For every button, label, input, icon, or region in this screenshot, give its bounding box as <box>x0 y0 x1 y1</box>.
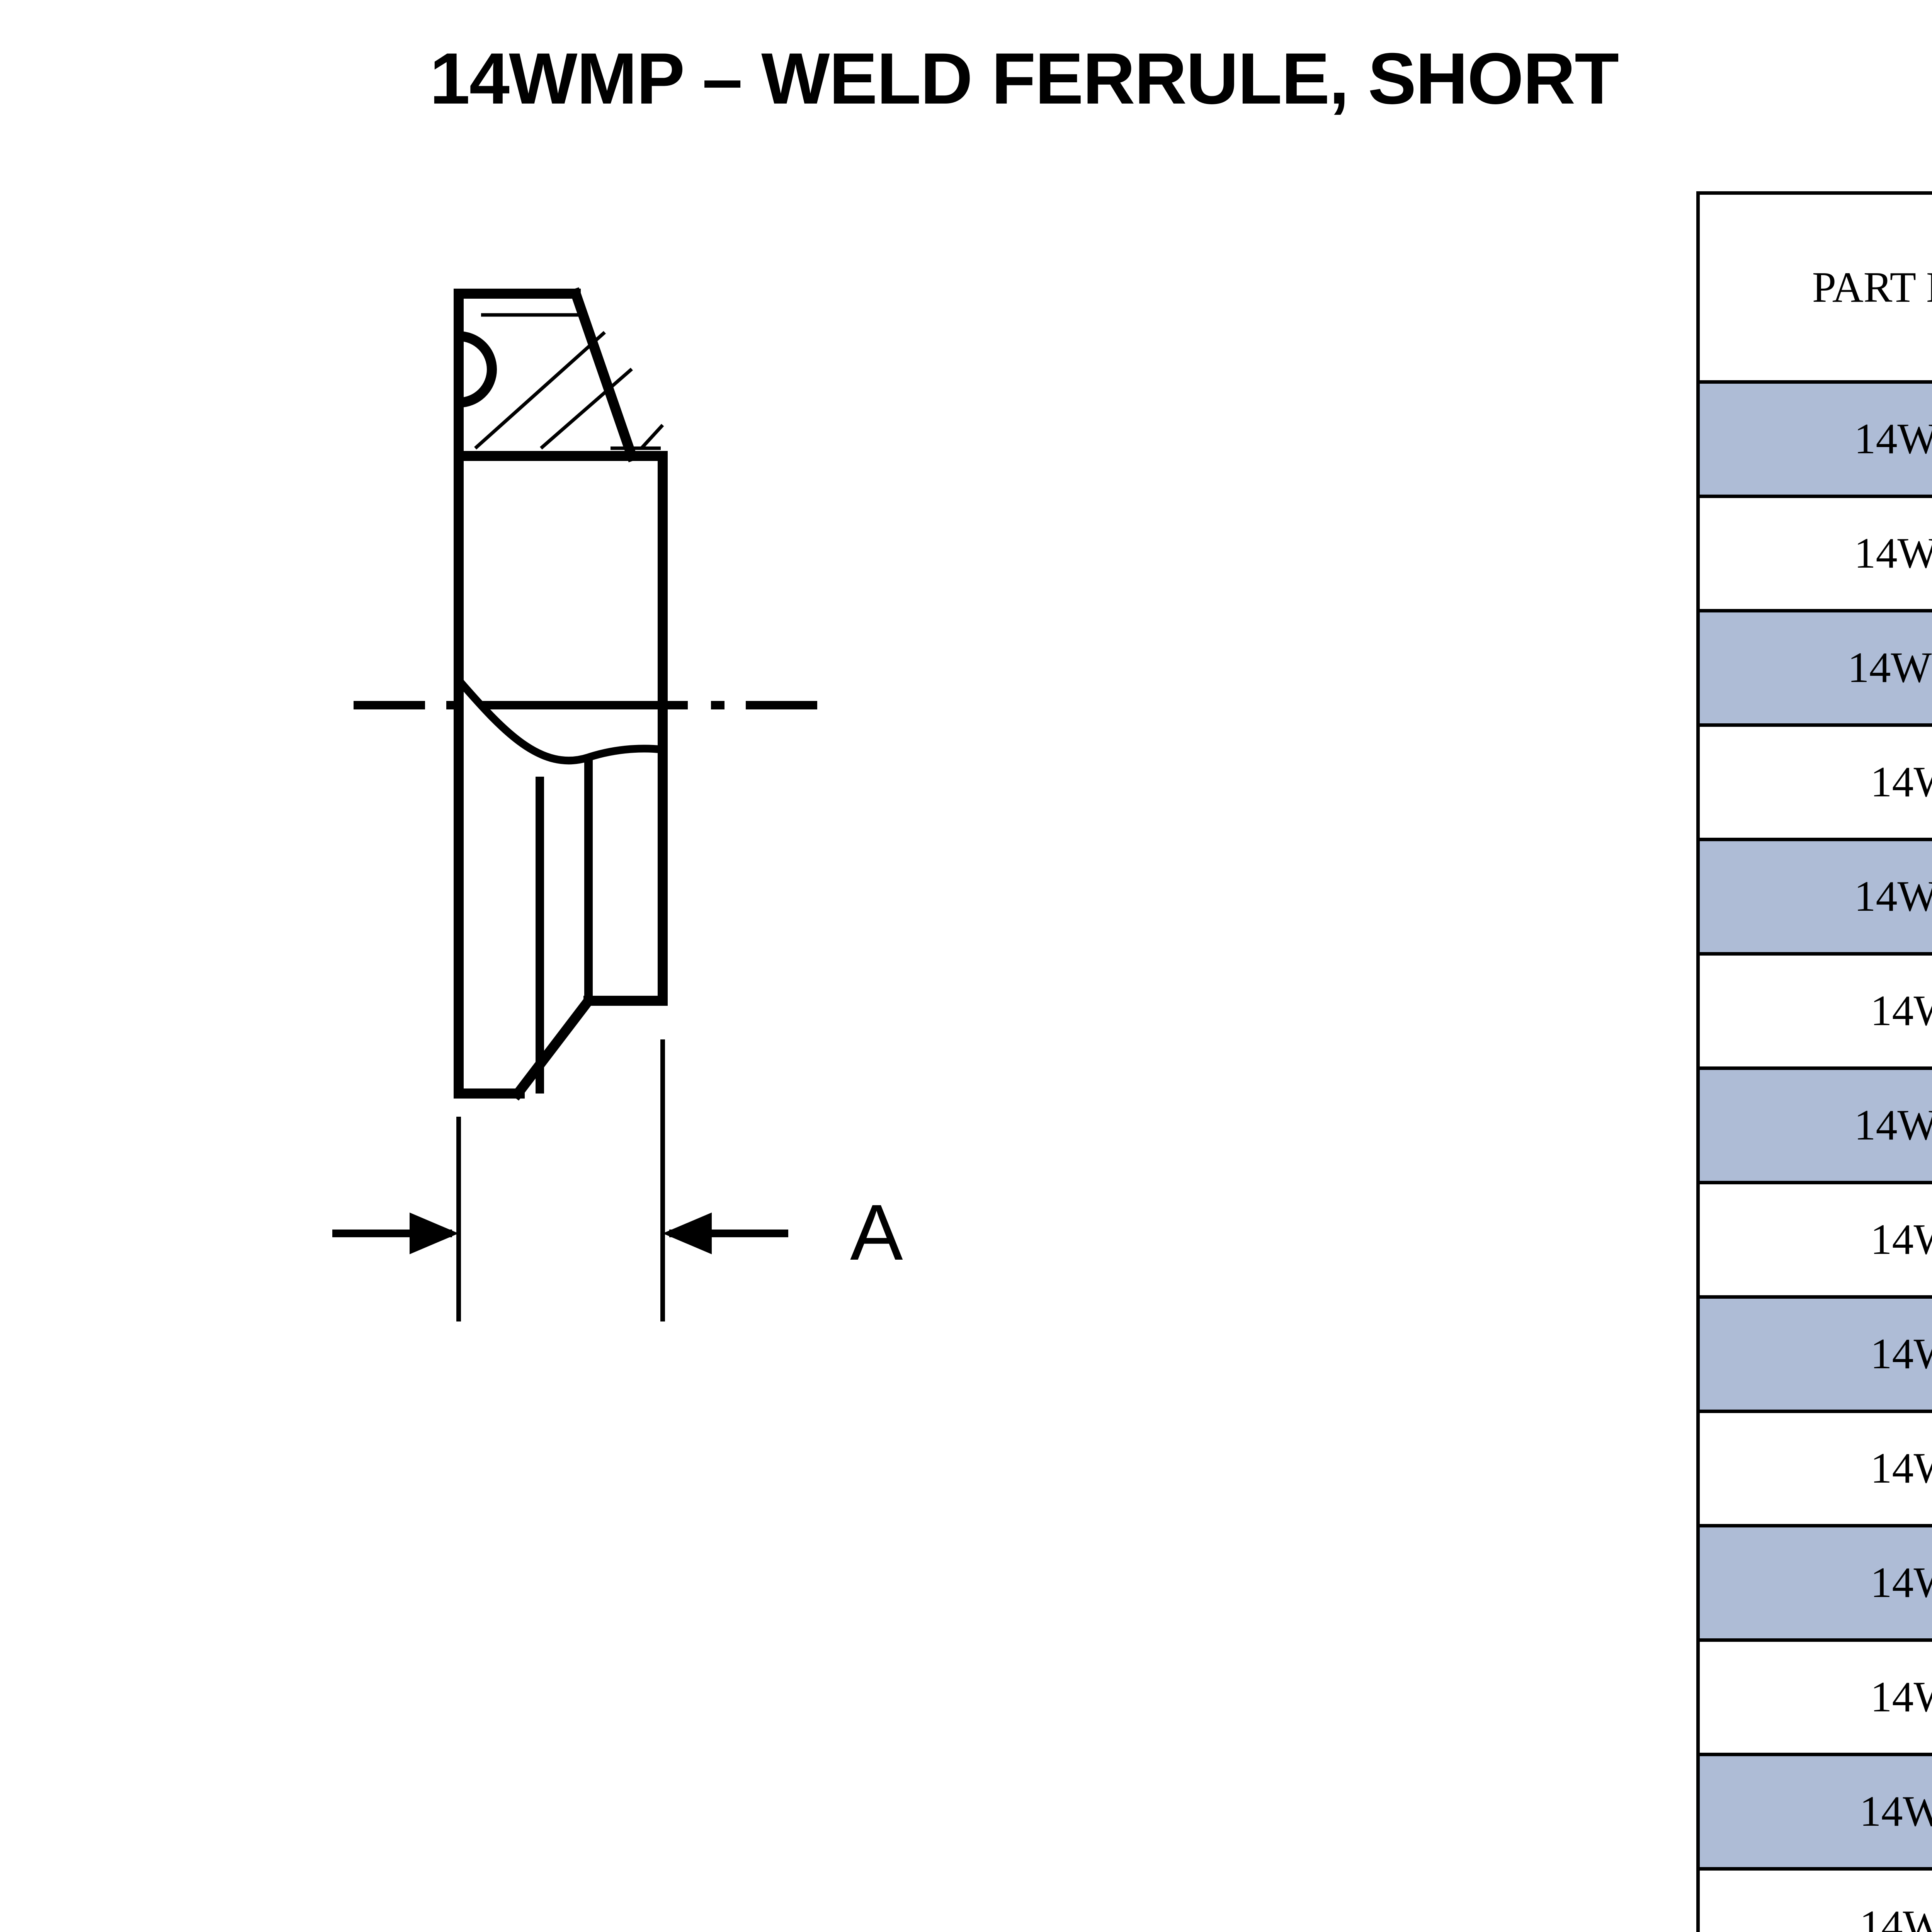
dimension-arrows <box>332 1213 788 1254</box>
table-row: 14WMP-2.52-1/2.500 <box>1696 1066 1932 1184</box>
table-cell-part_number: 14WMP-1.5 <box>1696 838 1932 956</box>
table-cell-part_number: 14WMP-4 <box>1696 1295 1932 1413</box>
table-cell-part_number: 14WMP-.50 <box>1696 380 1932 498</box>
table-body: 14WMP-.501/2.50014WMP-.753/4.50014WMP-1-… <box>1696 380 1932 1932</box>
dimension-extension-lines <box>456 1039 665 1321</box>
part-number-table: PART NUMBER SIZE (inches) A (inches) 14W… <box>1696 191 1932 1932</box>
table-row: 14WMP-55.750 <box>1696 1410 1932 1527</box>
ferrule-outline <box>454 287 668 1101</box>
table-row: 14WMP-88.875 <box>1696 1638 1932 1756</box>
table-row: 14WMP-11.500 <box>1696 723 1932 841</box>
table-cell-part_number: 14WMP-2 <box>1696 952 1932 1070</box>
table-cell-part_number: 14WMP-8 <box>1696 1638 1932 1756</box>
table-header-row: PART NUMBER SIZE (inches) A (inches) <box>1696 191 1932 384</box>
column-header-part-number-label: PART NUMBER <box>1812 263 1932 311</box>
table-cell-part_number: 14WMP-.75 <box>1696 495 1932 612</box>
table-row: 14WMP-1-A1 (TYPE A).500 <box>1696 609 1932 727</box>
table-row: 14WMP-.753/4.500 <box>1696 495 1932 612</box>
dimension-label-a: A <box>850 1188 903 1277</box>
table-header: PART NUMBER SIZE (inches) A (inches) <box>1696 191 1932 384</box>
gasket-groove-icon <box>458 331 497 408</box>
technical-drawing: A <box>270 216 1121 1337</box>
table-cell-part_number: 14WMP-1-A <box>1696 609 1932 727</box>
page-title: 14WMP – WELD FERRULE, SHORT <box>0 37 1932 120</box>
table-row: 14WMP-.501/2.500 <box>1696 380 1932 498</box>
table-row: 14WMP-1.51-1/2.500 <box>1696 838 1932 956</box>
page-title-text: 14WMP – WELD FERRULE, SHORT <box>429 38 1619 119</box>
table-row: 14WMP-12121.000 <box>1696 1867 1932 1932</box>
bore-lines <box>456 677 663 1094</box>
table-cell-part_number: 14WMP-2.5 <box>1696 1066 1932 1184</box>
table-cell-part_number: 14WMP-12 <box>1696 1867 1932 1932</box>
table-cell-part_number: 14WMP-10 <box>1696 1753 1932 1871</box>
table-cell-part_number: 14WMP-3 <box>1696 1181 1932 1299</box>
weld-ferrule-section-svg: A <box>332 287 903 1321</box>
section-hatch-lines <box>474 313 664 450</box>
table-row: 14WMP-44.625 <box>1696 1295 1932 1413</box>
table-row: 14WMP-33.500 <box>1696 1181 1932 1299</box>
table-row: 14WMP-22.500 <box>1696 952 1932 1070</box>
table-cell-part_number: 14WMP-6 <box>1696 1524 1932 1642</box>
column-header-part-number: PART NUMBER <box>1696 191 1932 384</box>
table-row: 14WMP-1010.875 <box>1696 1753 1932 1871</box>
table-cell-part_number: 14WMP-5 <box>1696 1410 1932 1527</box>
table-cell-part_number: 14WMP-1 <box>1696 723 1932 841</box>
table-row: 14WMP-66.750 <box>1696 1524 1932 1642</box>
